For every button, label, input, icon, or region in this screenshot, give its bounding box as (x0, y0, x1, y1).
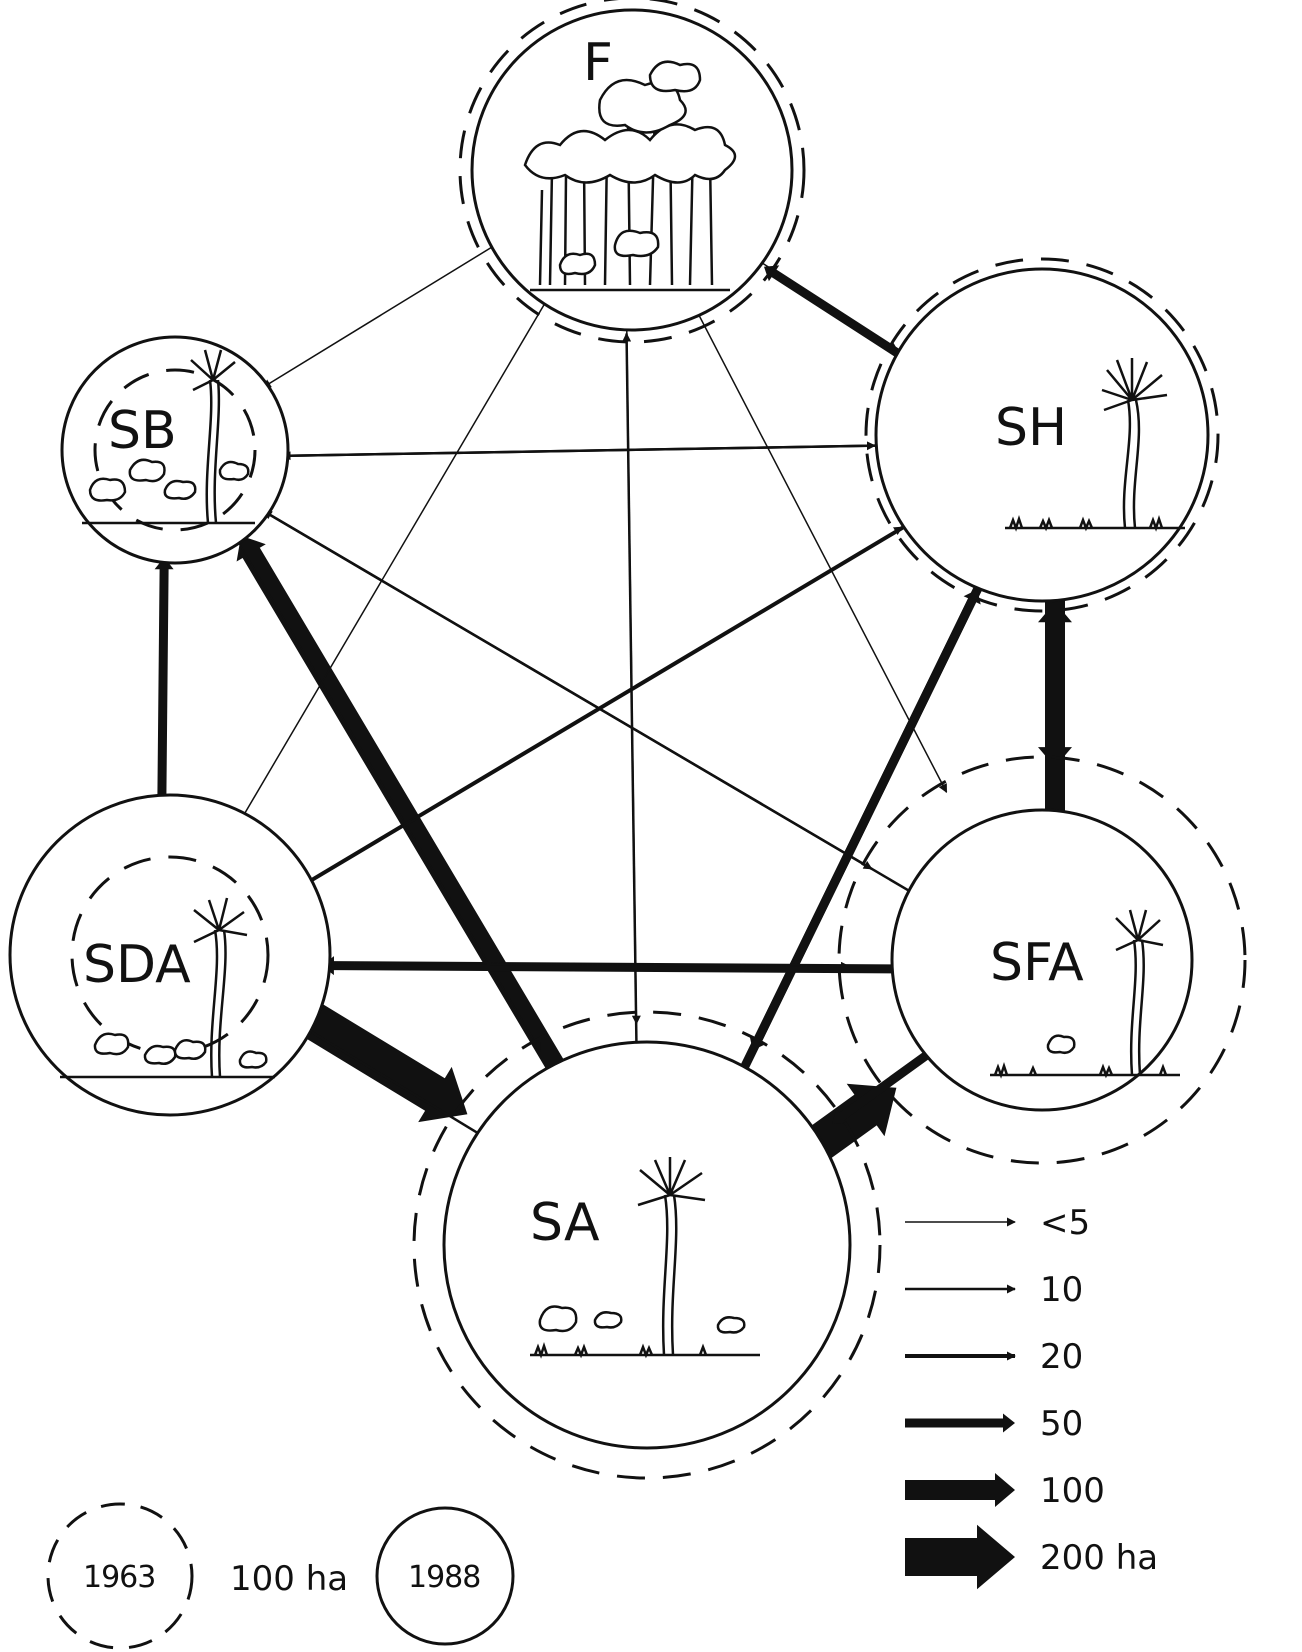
node-sb-1963-circle (93, 368, 257, 532)
sa-palm-illustration (530, 1157, 760, 1359)
node-sa-label: SA (530, 1193, 600, 1253)
flow-arrows (154, 212, 1072, 1201)
flow-arrow-f-to-sa (625, 264, 641, 1025)
flow-arrow-f-to-sda (240, 247, 579, 822)
legend-1988-label: 1988 (408, 1560, 480, 1595)
legend-arrow-50 (905, 1413, 1015, 1433)
legend-1988-solid-circle (375, 1506, 515, 1646)
flow-arrow-sda-to-sb (154, 557, 174, 867)
flow-arrow-sfa-to-sb (262, 510, 943, 912)
node-sb: SB (60, 335, 290, 565)
flow-arrow-sda-to-sfa (257, 961, 851, 971)
node-sa: SA (412, 1010, 882, 1480)
legend-arrow-label-5: <5 (1040, 1203, 1090, 1243)
node-sfa-1988-circle (890, 808, 1194, 1112)
sh-palm-illustration (1005, 358, 1185, 532)
flow-arrow-sh-to-sb (281, 443, 946, 461)
legend-scale-label: 100 ha (230, 1559, 348, 1599)
node-sh-label: SH (995, 398, 1067, 458)
node-sfa-1963-circle (837, 755, 1247, 1165)
legend-arrow-label-10: 10 (1040, 1270, 1083, 1310)
node-f: F (458, 0, 806, 344)
forest-illustration (523, 60, 737, 292)
node-sh-1963-circle (864, 257, 1220, 613)
flow-arrow-f-to-sfa (668, 257, 948, 794)
node-sfa: SFA (837, 755, 1247, 1165)
legend-arrow-label-50: 50 (1040, 1404, 1083, 1444)
flow-arrow-sfa-to-sh (1038, 602, 1072, 849)
node-f-label: F (583, 33, 613, 93)
flow-arrow-sb-to-sa (212, 499, 542, 1052)
sda-shrub-palm-illustration (60, 897, 275, 1079)
node-sda-1988-circle (8, 793, 332, 1117)
legend-arrow-widths: <5 10 20 50 100 200 ha (905, 1203, 1158, 1590)
legend-arrow-200 (905, 1524, 1015, 1590)
sb-shrub-palm-illustration (82, 349, 255, 525)
node-sda-label: SDA (83, 935, 191, 995)
sfa-palm-illustration (990, 909, 1180, 1079)
node-sfa-label: SFA (990, 933, 1084, 993)
node-sa-1963-circle (412, 1010, 882, 1480)
node-sa-1988-circle (442, 1040, 852, 1450)
node-sda: SDA (8, 793, 332, 1117)
flow-arrow-sa-to-sb (236, 535, 602, 1134)
node-sh: SH (864, 257, 1220, 613)
legend-arrow-100 (905, 1473, 1015, 1507)
legend-circles: 1963 100 ha 1988 (46, 1502, 515, 1650)
legend-arrow-label-200: 200 ha (1040, 1538, 1158, 1578)
node-f-1963-circle (458, 0, 806, 344)
legend-1963-label: 1963 (83, 1560, 155, 1595)
legend-1963-dashed-circle (46, 1502, 194, 1650)
flow-arrow-sda-to-sh (249, 526, 903, 917)
legend-arrow-label-20: 20 (1040, 1337, 1083, 1377)
node-sb-label: SB (108, 401, 177, 461)
legend-arrow-label-100: 100 (1040, 1471, 1105, 1511)
